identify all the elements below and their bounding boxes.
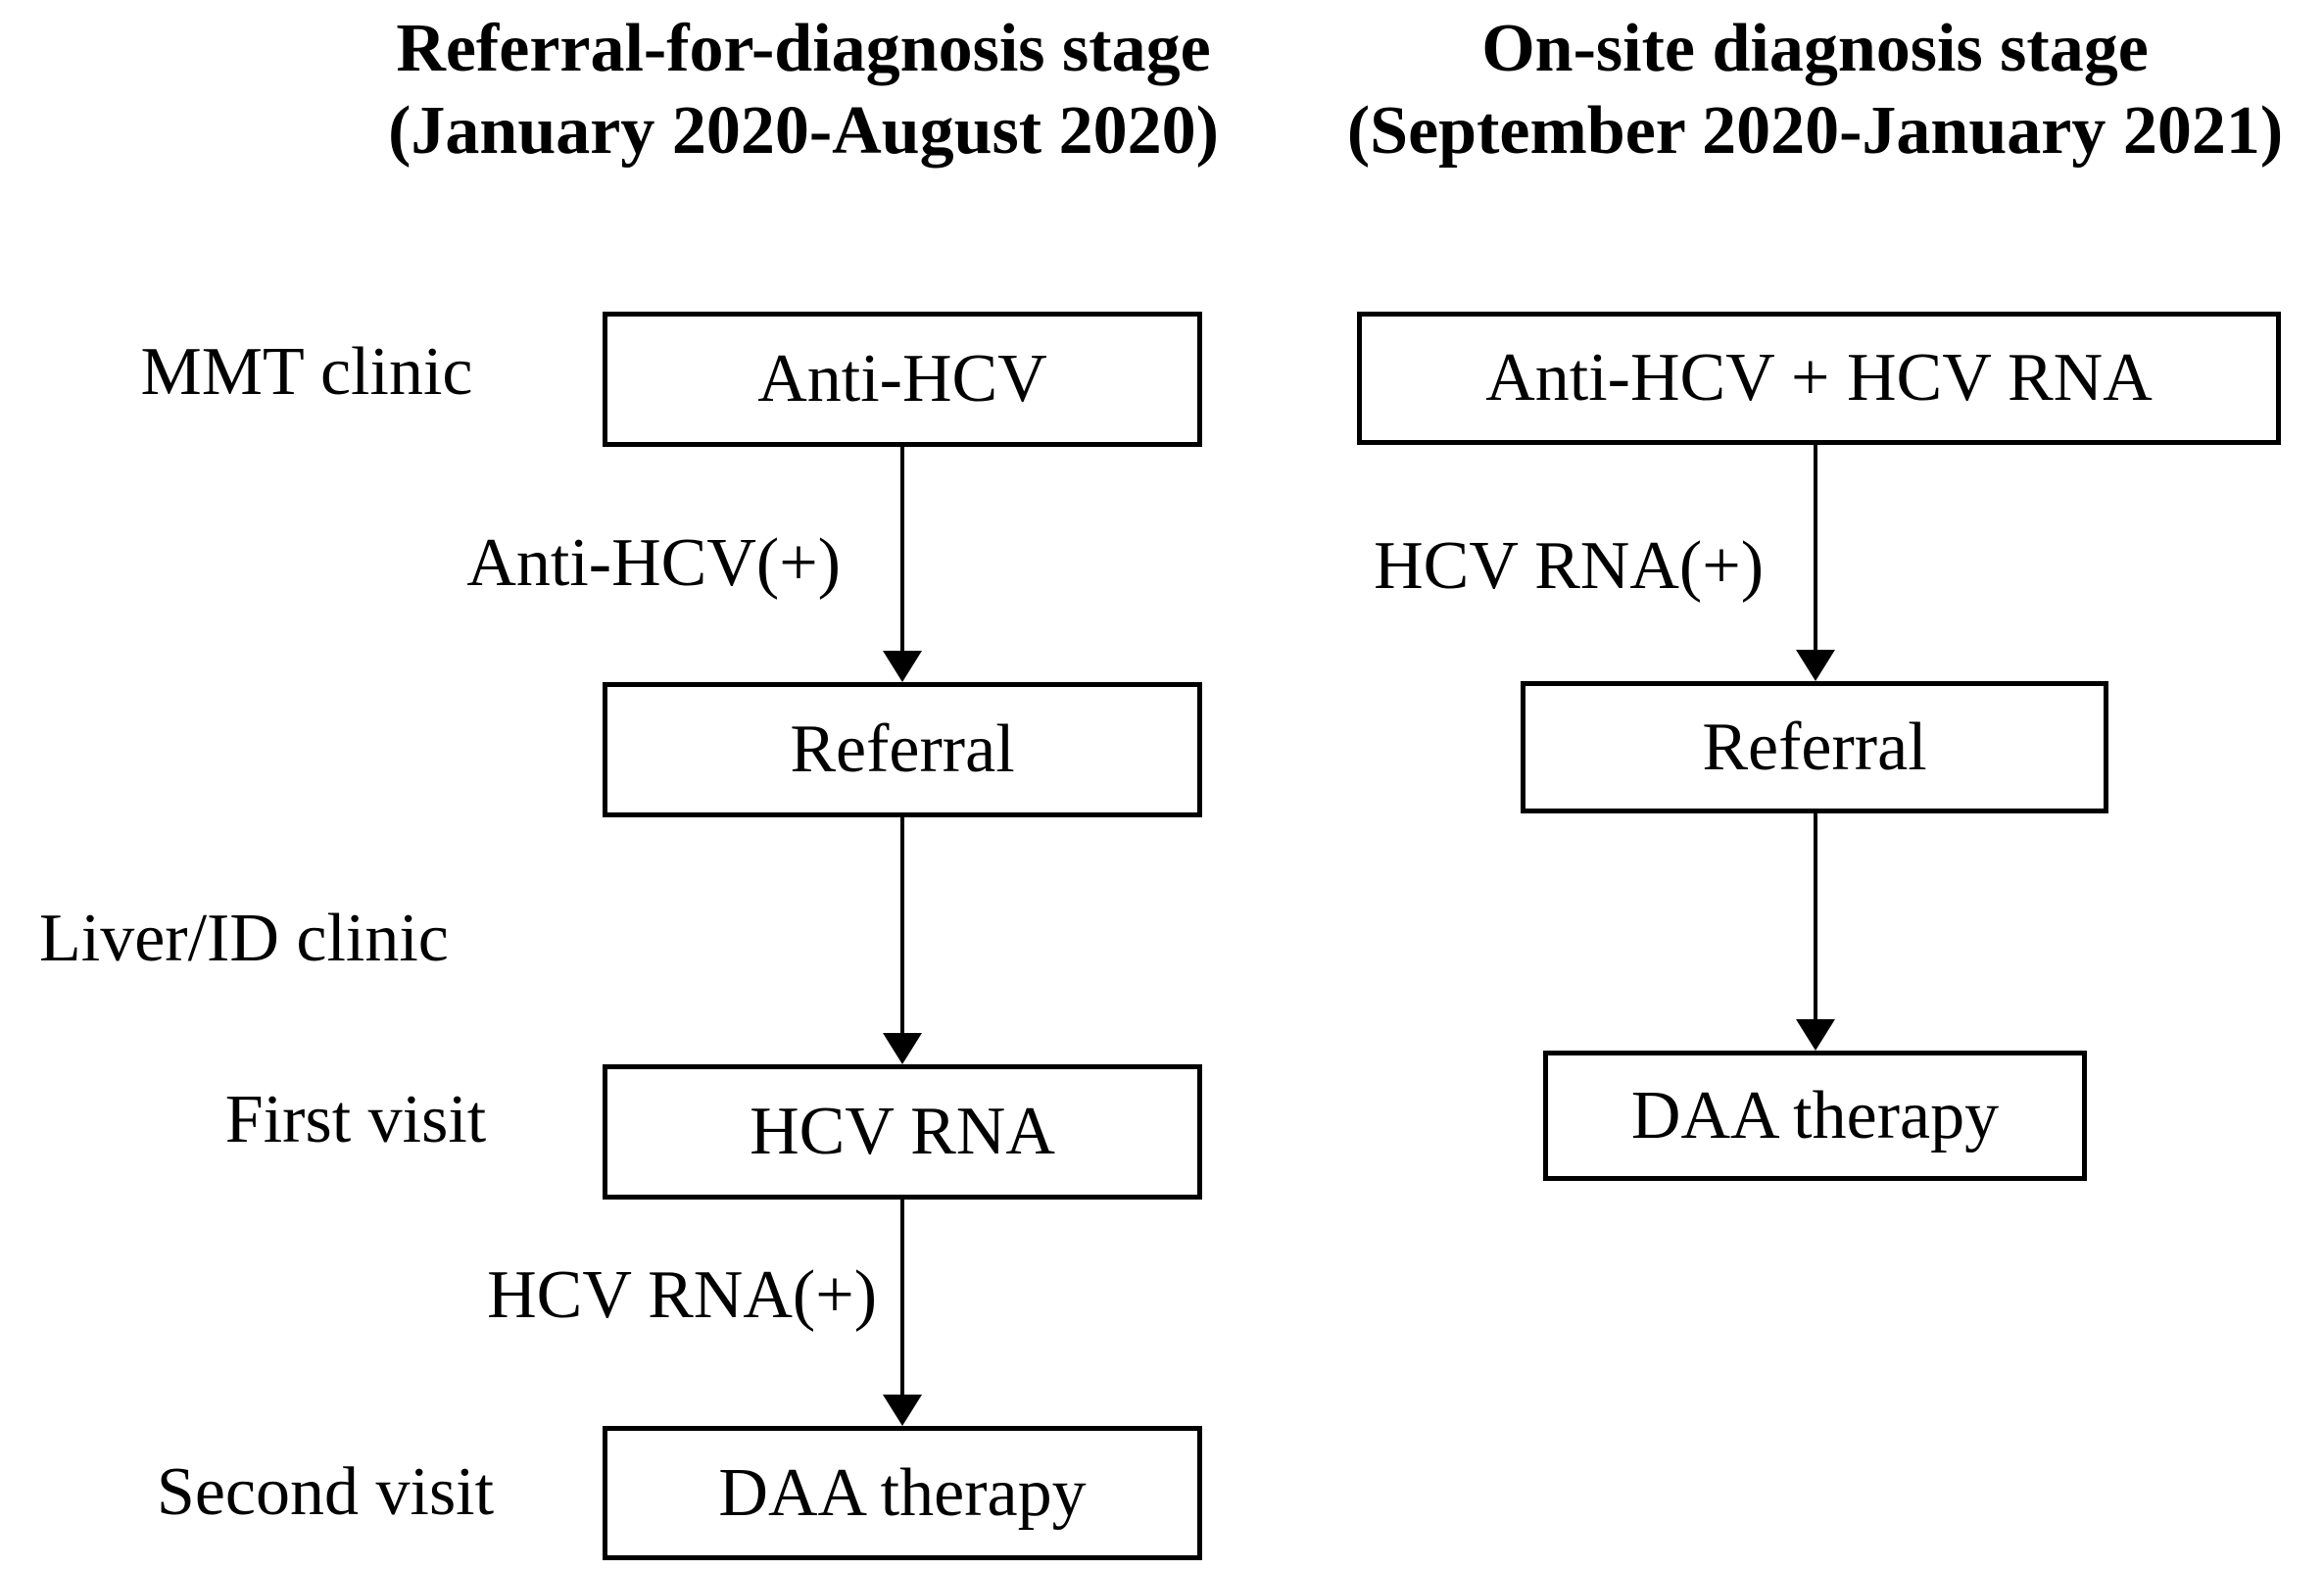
box-right-referral: Referral [1521, 681, 2108, 813]
arrow-stem [900, 1200, 904, 1398]
left-column-header: Referral-for-diagnosis stage (January 20… [265, 8, 1342, 172]
arrowhead-down-icon [1796, 1019, 1835, 1051]
edge-label-left-hcv-rna-positive: HCV RNA(+) [487, 1257, 877, 1333]
arrow-left-referral-to-hcv-rna [878, 817, 927, 1064]
arrow-stem [900, 817, 904, 1037]
arrowhead-down-icon [883, 651, 922, 682]
box-left-anti-hcv: Anti-HCV [603, 312, 1202, 447]
arrowhead-down-icon [883, 1395, 922, 1426]
box-right-anti-hcv-plus-hcv-rna: Anti-HCV + HCV RNA [1357, 312, 2281, 445]
edge-label-right-hcv-rna-positive: HCV RNA(+) [1374, 528, 1764, 604]
row-label-second-visit: Second visit [156, 1454, 495, 1530]
left-header-line2: (January 2020-August 2020) [388, 93, 1219, 169]
box-left-referral: Referral [603, 682, 1202, 817]
left-header-line1: Referral-for-diagnosis stage [396, 11, 1211, 86]
arrow-stem [1814, 813, 1817, 1023]
edge-label-anti-hcv-positive: Anti-HCV(+) [466, 525, 841, 601]
row-label-mmt-clinic: MMT clinic [140, 334, 473, 410]
box-left-daa-therapy: DAA therapy [603, 1426, 1202, 1560]
box-left-hcv-rna: HCV RNA [603, 1064, 1202, 1200]
arrow-right-referral-to-daa [1791, 813, 1840, 1051]
arrow-stem [900, 447, 904, 655]
arrow-right-screening-to-referral [1791, 445, 1840, 681]
arrow-stem [1814, 445, 1817, 654]
arrowhead-down-icon [1796, 650, 1835, 681]
arrow-left-screening-to-referral [878, 447, 927, 682]
row-label-liver-id-clinic: Liver/ID clinic [39, 901, 449, 976]
right-header-line2: (September 2020-January 2021) [1346, 93, 2284, 169]
right-column-header: On-site diagnosis stage (September 2020-… [1298, 8, 2324, 172]
right-header-line1: On-site diagnosis stage [1481, 11, 2149, 86]
row-label-first-visit: First visit [224, 1082, 487, 1157]
arrow-left-hcv-rna-to-daa [878, 1200, 927, 1426]
arrowhead-down-icon [883, 1033, 922, 1064]
box-right-daa-therapy: DAA therapy [1543, 1051, 2087, 1181]
